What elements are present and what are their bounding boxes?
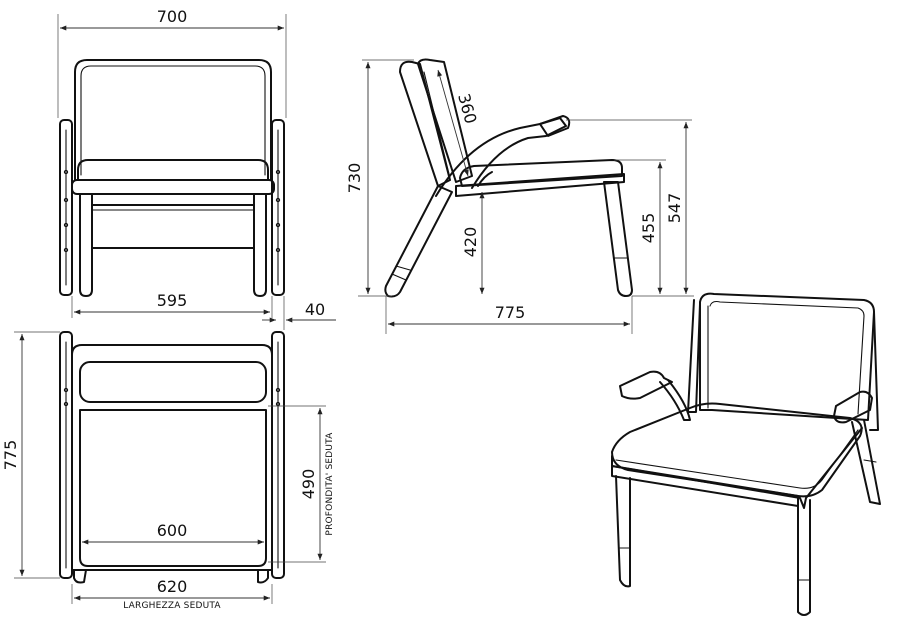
- seat-depth-label: 490: [299, 469, 318, 500]
- overall-width-dimension: 620 LARGHEZZA SEDUTA: [71, 577, 273, 611]
- top-view: [59, 331, 285, 584]
- front-width-dimension: 700: [57, 7, 287, 118]
- arm-height-dimension: 547: [566, 119, 692, 294]
- seat-width-label: 600: [157, 521, 188, 540]
- seat-depth-caption: PROFONDITA' SEDUTA: [325, 432, 335, 536]
- side-depth-dimension: 775: [385, 296, 633, 334]
- overall-width-caption: LARGHEZZA SEDUTA: [123, 601, 221, 611]
- overall-width-label: 620: [157, 577, 188, 596]
- seat-height-dimension: 420: [461, 192, 485, 294]
- top-depth-label: 775: [1, 440, 20, 471]
- front-width-label: 700: [157, 7, 188, 26]
- armrest-offset-dimension: 40: [262, 296, 336, 330]
- front-inner-width-label: 595: [157, 291, 188, 310]
- side-height-label: 730: [345, 163, 364, 194]
- perspective-view: [611, 292, 881, 616]
- seat-top-height-dimension: 455: [614, 159, 694, 297]
- seat-depth-dimension: 490 PROFONDITA' SEDUTA: [268, 405, 335, 563]
- seat-top-height-label: 455: [639, 213, 658, 244]
- seat-width-dimension: 600: [82, 521, 264, 545]
- top-depth-dimension: 775: [1, 331, 60, 579]
- armrest-offset-label: 40: [305, 300, 325, 319]
- side-view: [384, 58, 633, 298]
- front-view: [59, 59, 285, 297]
- side-depth-label: 775: [495, 303, 526, 322]
- arm-height-label: 547: [665, 193, 684, 224]
- seat-height-label: 420: [461, 227, 480, 258]
- side-height-dimension: 730: [345, 59, 414, 297]
- front-inner-width-dimension: 595: [71, 291, 273, 318]
